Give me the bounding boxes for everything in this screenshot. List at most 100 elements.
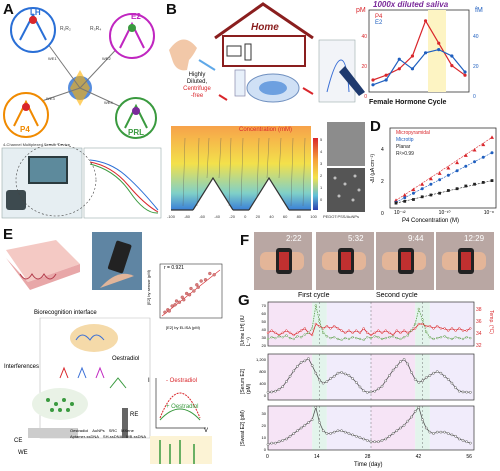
g-point-temp <box>281 331 284 334</box>
g-phase-band <box>268 302 313 346</box>
panel-g: G First cycle Second cycle [Urine LH] (I… <box>238 292 500 471</box>
d-point-microtip <box>464 164 468 168</box>
panel-g-chart <box>266 301 475 451</box>
g-point-temp <box>314 322 317 326</box>
b-point-p4 <box>384 73 388 77</box>
g-point-sweat-e2 <box>373 440 377 444</box>
g-point-temp <box>406 331 409 334</box>
b-point-e2 <box>437 48 441 52</box>
g-r3-tick-1: 20 <box>261 423 266 428</box>
g-point-sweat-e2 <box>281 439 285 442</box>
g-phase-band <box>429 406 474 450</box>
e-scatter-point <box>187 293 192 297</box>
g-point-serum-e2 <box>428 374 432 377</box>
g-point-urine-lh <box>458 336 461 340</box>
g-point-temp <box>369 333 373 337</box>
g-point-serum-e2 <box>406 362 410 366</box>
g-point-urine-lh <box>274 336 277 340</box>
g-point-serum-e2 <box>461 390 465 394</box>
g-point-serum-e2 <box>402 358 406 361</box>
f-time-1: 2:22 <box>286 234 302 243</box>
g-point-urine-lh <box>461 337 465 341</box>
c-xtick-0: -100 <box>167 214 176 219</box>
g-point-sweat-e2 <box>450 433 454 437</box>
g-point-sweat-e2 <box>266 443 270 446</box>
d-point-micropyramidal <box>446 166 451 170</box>
g-r2-tick-1: 800 <box>259 369 266 374</box>
g-point-temp <box>447 329 450 332</box>
g-row1-right-label: Temp. (°C) <box>488 310 494 334</box>
e-scatter-point <box>185 291 189 296</box>
d-point-planar <box>420 195 424 199</box>
g-point-urine-lh <box>285 334 288 337</box>
d-yticks: 4 2 0 <box>381 134 384 226</box>
sample-prep-label: Highly Diluted, Centrifuge -free <box>177 72 217 100</box>
legend-microtip: Microtip <box>396 137 414 143</box>
minus-oestradiol-label: - Oestradiol <box>166 378 198 384</box>
d-point-microtip <box>429 182 433 186</box>
g-xtick-2: 28 <box>364 454 371 460</box>
g-point-serum-e2 <box>347 374 351 377</box>
f-time-3: 9:44 <box>408 234 424 243</box>
g-point-temp <box>322 327 325 330</box>
g-r2-tick-2: 400 <box>259 381 266 386</box>
d-point-micropyramidal <box>481 142 486 147</box>
d-ytick-2: 0 <box>381 211 384 217</box>
d-xtick-0: 10⁻¹² <box>394 210 406 216</box>
g-point-serum-e2 <box>285 380 288 383</box>
g-point-sweat-e2 <box>435 430 439 434</box>
g-point-serum-e2 <box>314 371 318 375</box>
g-point-temp <box>333 325 336 328</box>
g-point-temp <box>292 333 295 337</box>
g-point-sweat-e2 <box>299 426 303 430</box>
second-cycle-label: Second cycle <box>376 292 418 299</box>
legend-micropyramidal: Micropyramidal <box>396 130 430 136</box>
g-point-urine-lh <box>388 336 391 339</box>
sample-label-line-2: Diluted, <box>186 79 208 85</box>
g-point-sweat-e2 <box>443 430 446 434</box>
g-point-urine-lh <box>436 336 439 340</box>
g-point-temp <box>362 327 365 330</box>
panel-e-illustration <box>6 232 212 464</box>
g-r1r-tick-3: 32 <box>476 343 482 349</box>
g-phase-band <box>326 406 371 450</box>
g-point-urine-lh <box>402 336 406 339</box>
g-point-urine-lh <box>333 336 336 339</box>
g-xtick-1: 14 <box>314 454 320 460</box>
g-point-urine-lh <box>432 337 435 341</box>
g-point-urine-lh <box>439 336 443 339</box>
g-point-serum-e2 <box>329 377 332 380</box>
g-point-temp <box>355 329 358 332</box>
c-xtick-9: 80 <box>296 214 302 219</box>
g-point-temp <box>399 331 402 334</box>
g-point-temp <box>384 329 387 332</box>
g-point-sweat-e2 <box>332 430 336 434</box>
g-point-serum-e2 <box>358 385 362 389</box>
g-r3-tick-3: 0 <box>263 447 266 452</box>
electrode-we1-label: WE1 <box>48 56 57 61</box>
svg-text:R₁R₂: R₁R₂ <box>60 26 71 32</box>
g-point-urine-lh <box>362 338 365 341</box>
e-scatter-point <box>203 278 208 282</box>
panel-d: D Micropyramidal Microtip Planar R²>0.99… <box>368 118 500 226</box>
g-point-urine-lh <box>344 336 347 340</box>
diluted-saliva-label: 1000x diluted saliva <box>373 0 449 9</box>
g-point-serum-e2 <box>465 390 468 394</box>
g-point-temp <box>303 327 306 330</box>
g-point-sweat-e2 <box>380 439 384 442</box>
legend-mb-ssdna: MB-ssDNA <box>126 434 147 439</box>
g-point-temp <box>270 329 273 332</box>
g-point-temp <box>288 331 292 334</box>
r-label: r = 0.921 <box>164 265 184 271</box>
b-point-e2 <box>371 83 375 87</box>
e-scatter-point <box>163 310 167 314</box>
e-scatter-point <box>192 289 196 293</box>
d-fit-line <box>395 152 493 203</box>
g-point-sweat-e2 <box>336 429 340 433</box>
g-point-serum-e2 <box>362 389 365 393</box>
g-point-serum-e2 <box>325 380 329 383</box>
g-point-serum-e2 <box>354 381 358 384</box>
scale-tick-1: 4 <box>320 149 323 154</box>
c-xtick-10: 100 <box>310 214 317 219</box>
panel-label-f: F <box>240 232 250 249</box>
